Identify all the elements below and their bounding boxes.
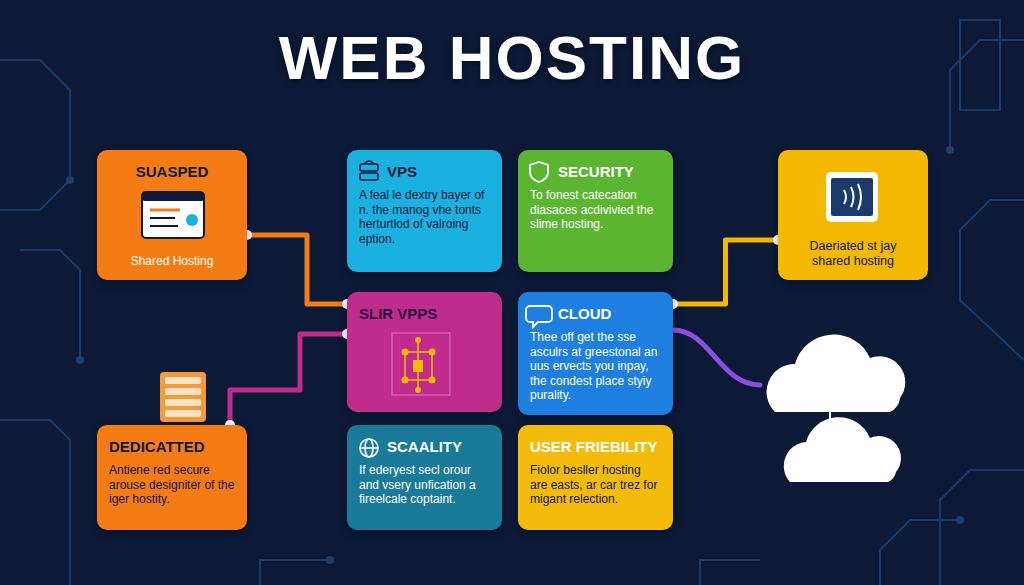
- circuit-node: [326, 556, 334, 564]
- box-text: Fiolor besller hosting are easts, ar car…: [530, 463, 661, 507]
- box-heading: SLIR VPPS: [359, 304, 490, 324]
- box-heading: SECURITY: [530, 162, 661, 182]
- hosting-box: USER FRIEBILITY Fiolor besller hosting ar…: [518, 425, 673, 530]
- browser-window-icon: [142, 192, 204, 238]
- box-text: To fonest catecation diasaces acdivivied…: [530, 188, 661, 232]
- box-heading: VPS: [359, 162, 490, 182]
- network-icon: [392, 333, 450, 395]
- globe-icon: [360, 439, 378, 457]
- box-heading: USER FRIEBILITY: [530, 437, 661, 457]
- hosting-box: SUASPED Shared Hosting: [97, 150, 247, 280]
- box-text: Daeriated st jay shared hosting: [790, 239, 916, 268]
- circuit-trace: [950, 40, 1024, 150]
- chip-outline: [960, 20, 1000, 110]
- circuit-node: [76, 356, 84, 364]
- box-heading: CLOUD: [530, 304, 661, 324]
- circuit-trace: [960, 200, 1024, 360]
- connector-wire: [673, 240, 778, 304]
- circuit-trace: [0, 60, 70, 210]
- cloud-illustration: [767, 335, 906, 482]
- circuit-trace: [20, 250, 80, 360]
- circuit-trace: [940, 470, 1024, 585]
- circuit-trace: [260, 560, 330, 585]
- circuit-node: [946, 146, 954, 154]
- box-text: If ederyest secl orour and vsery unficat…: [359, 463, 490, 507]
- diagram-title: WEB HOSTING: [0, 22, 1024, 93]
- box-text: A feal le dextry bayer of n. the manog v…: [359, 188, 490, 246]
- hosting-box: CLOUD Thee off get the sse asculrs at gre…: [518, 292, 673, 415]
- circuit-trace: [880, 520, 960, 585]
- cloud-wire: [673, 330, 760, 385]
- chat-icon: [526, 306, 552, 327]
- circuit-trace: [700, 560, 760, 585]
- server-stack-icon: [160, 372, 206, 422]
- server-icon: [360, 161, 378, 180]
- box-heading: SCAALITY: [359, 437, 490, 457]
- hosting-box: Daeriated st jay shared hosting: [778, 150, 928, 280]
- box-text: Shared Hosting: [109, 254, 235, 269]
- connector-wire: [230, 334, 347, 425]
- connector-wire: [247, 235, 347, 304]
- box-text: Antiene red secure arouse designiter of …: [109, 463, 235, 507]
- circuit-node: [66, 176, 74, 184]
- circuit-trace: [0, 420, 70, 585]
- tablet-icon: [826, 172, 878, 222]
- hosting-box: SECURITY To fonest catecation diasaces ac…: [518, 150, 673, 272]
- circuit-node: [956, 516, 964, 524]
- shield-icon: [530, 162, 548, 182]
- box-heading: SUASPED: [109, 162, 235, 182]
- hosting-box: SCAALITY If ederyest secl orour and vsery…: [347, 425, 502, 530]
- box-text: Thee off get the sse asculrs at greeston…: [530, 330, 661, 403]
- hosting-box: DEDICATTED Antiene red secure arouse desi…: [97, 425, 247, 530]
- hosting-box: SLIR VPPS: [347, 292, 502, 412]
- hosting-box: VPS A feal le dextry bayer of n. the mano…: [347, 150, 502, 272]
- box-heading: DEDICATTED: [109, 437, 235, 457]
